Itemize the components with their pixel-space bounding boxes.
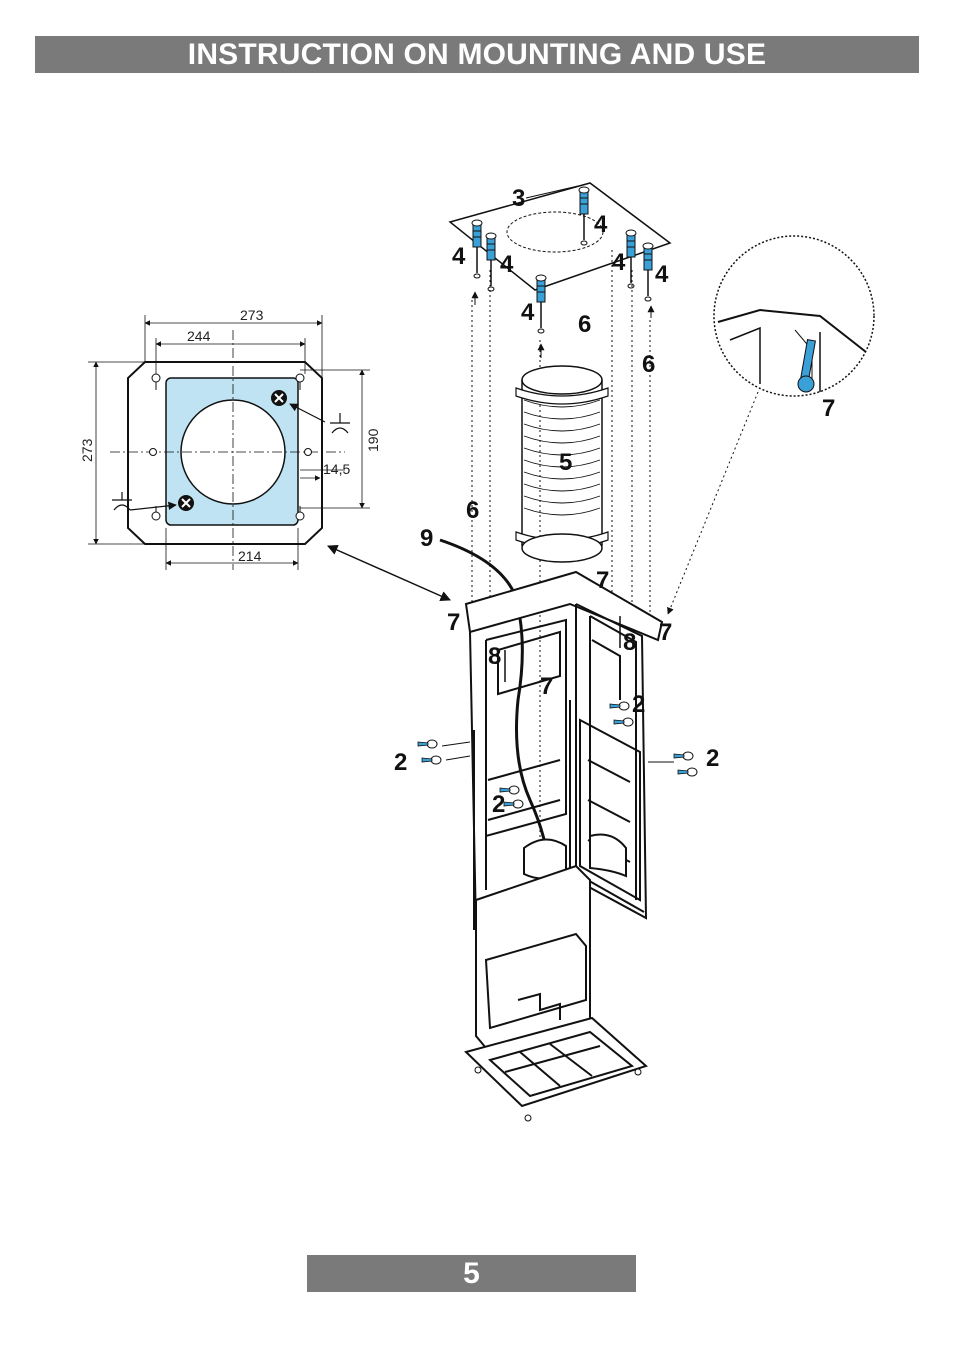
- callout-4: 4: [521, 299, 535, 326]
- flexible-duct: [515, 365, 609, 563]
- callout-7: 7: [659, 619, 672, 646]
- drill-mark-icon: [178, 390, 287, 511]
- hood-frame: [464, 570, 664, 1108]
- callout-4: 4: [452, 243, 466, 270]
- callout-7: 7: [540, 673, 553, 700]
- callout-3: 3: [512, 185, 525, 212]
- dim-offset: 14,5: [323, 461, 350, 477]
- ceiling-plate: [448, 182, 672, 334]
- dim-inner-width: 244: [187, 328, 211, 344]
- callout-6: 6: [466, 497, 479, 524]
- dim-overall-height: 273: [79, 438, 95, 462]
- callout-8: 8: [488, 643, 501, 670]
- callout-9: 9: [420, 525, 433, 552]
- callout-7: 7: [447, 609, 460, 636]
- callout-2: 2: [492, 791, 505, 818]
- callout-7: 7: [596, 567, 609, 594]
- callout-4: 4: [655, 261, 669, 288]
- callout-8: 8: [623, 629, 636, 656]
- mounting-template: 273 244 214 273 190 14,5: [79, 307, 381, 570]
- callout-4: 4: [500, 251, 514, 278]
- page-number: 5: [463, 1256, 480, 1290]
- dim-overall-width: 273: [240, 307, 264, 323]
- page-title: INSTRUCTION ON MOUNTING AND USE: [187, 37, 767, 71]
- callout-4: 4: [594, 211, 608, 238]
- dim-right-height: 190: [365, 428, 381, 452]
- callout-5: 5: [559, 449, 572, 476]
- detail-circle: [713, 235, 875, 397]
- page-number-bar: 5: [307, 1255, 636, 1292]
- callout-2: 2: [632, 691, 645, 718]
- callout-6: 6: [578, 311, 591, 338]
- callout-6: 6: [642, 351, 655, 378]
- dim-bottom-width: 214: [238, 548, 262, 564]
- header-bar: INSTRUCTION ON MOUNTING AND USE: [35, 36, 919, 73]
- callout-2: 2: [706, 745, 719, 772]
- callout-7: 7: [822, 395, 835, 422]
- callout-2: 2: [394, 749, 407, 776]
- callout-4: 4: [612, 249, 626, 276]
